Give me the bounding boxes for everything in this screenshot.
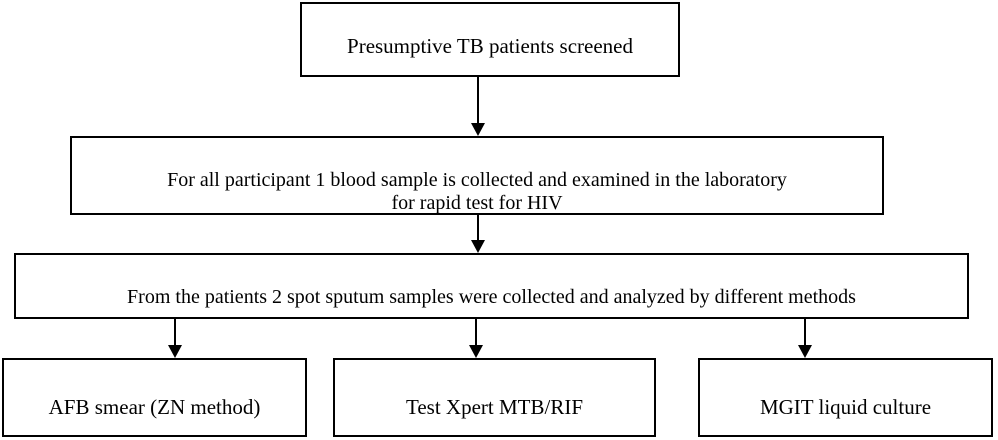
arrow-sputum-to-mgit: [797, 319, 813, 358]
flow-node-screened-label: Presumptive TB patients screened: [347, 33, 633, 58]
flow-node-sputum-samples-label: From the patients 2 spot sputum samples …: [127, 285, 856, 308]
flow-node-mgit-liquid-culture[interactable]: MGIT liquid culture: [698, 358, 993, 437]
arrow-head-down-icon: [168, 345, 182, 358]
flow-node-xpert-mtb-rif-label: Test Xpert MTB/RIF: [405, 394, 584, 419]
arrow-shaft: [477, 77, 479, 123]
arrow-head-down-icon: [798, 345, 812, 358]
flow-node-mgit-liquid-culture-label: MGIT liquid culture: [759, 394, 932, 419]
flow-node-afb-smear[interactable]: AFB smear (ZN method): [2, 358, 307, 437]
flow-node-afb-smear-label: AFB smear (ZN method): [48, 394, 261, 419]
arrow-shaft: [475, 319, 477, 345]
arrow-sputum-to-xpert: [468, 319, 484, 358]
flow-node-sputum-samples[interactable]: From the patients 2 spot sputum samples …: [14, 253, 969, 319]
arrow-shaft: [804, 319, 806, 345]
arrow-head-down-icon: [471, 123, 485, 136]
flow-node-blood-sample[interactable]: For all participant 1 blood sample is co…: [70, 136, 884, 215]
arrow-blood-to-sputum: [470, 215, 486, 253]
arrow-screened-to-blood: [470, 77, 486, 136]
arrow-head-down-icon: [469, 345, 483, 358]
flow-node-xpert-mtb-rif[interactable]: Test Xpert MTB/RIF: [333, 358, 656, 437]
flow-node-blood-sample-label: For all participant 1 blood sample is co…: [167, 168, 787, 215]
arrow-sputum-to-afb: [167, 319, 183, 358]
flow-node-screened[interactable]: Presumptive TB patients screened: [300, 2, 680, 77]
arrow-head-down-icon: [471, 240, 485, 253]
arrow-shaft: [477, 215, 479, 240]
arrow-shaft: [174, 319, 176, 345]
